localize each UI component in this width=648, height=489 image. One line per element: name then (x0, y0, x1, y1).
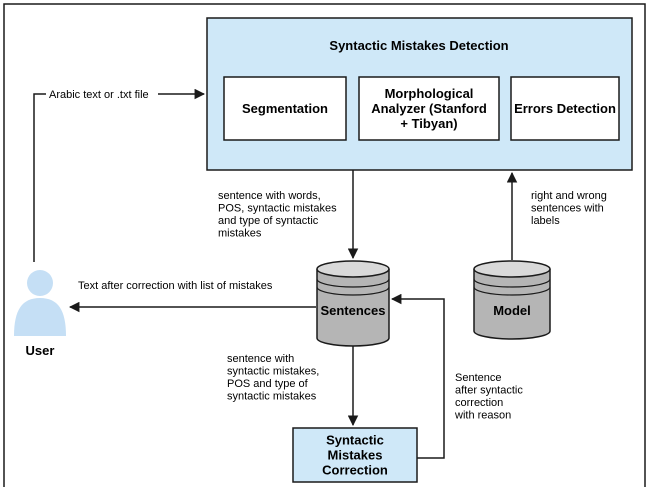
label-line: Mistakes (328, 448, 383, 463)
sentences-cylinder-band (316, 278, 390, 288)
sentences-cylinder-band (316, 286, 390, 296)
sentences-cylinder-top (316, 260, 390, 278)
label-line: syntactic mistakes, (227, 366, 319, 378)
errors-detection-label: Errors Detection (514, 101, 616, 116)
label-line: sentences with (531, 203, 604, 215)
label-line: Morphological (385, 86, 474, 101)
label-line: and type of syntactic (218, 215, 319, 227)
diagram-frame (3, 3, 646, 487)
output-label: Text after correction with list of mista… (78, 280, 273, 292)
label-line: Syntactic (326, 433, 384, 448)
label-line: labels (531, 215, 560, 227)
model-cylinder-band (473, 286, 551, 296)
errors-detection-box (510, 76, 620, 141)
input-label: Arabic text or .txt file (49, 89, 149, 101)
label-line: POS and type of (227, 378, 309, 390)
label-line: correction (455, 397, 503, 409)
user-label: User (26, 343, 55, 358)
label-line: after syntactic (455, 385, 523, 397)
label-line: Analyzer (Stanford (371, 101, 487, 116)
input-label-bg (46, 87, 158, 101)
label-line: sentence with words, (218, 190, 321, 202)
segmentation-label: Segmentation (242, 101, 328, 116)
sentences-label: Sentences (320, 303, 385, 318)
input-arrow (33, 88, 206, 262)
model-cylinder-band (473, 278, 551, 288)
label-line: Sentence (455, 372, 501, 384)
label-line: right and wrong (531, 190, 607, 202)
label-line: Segmentation (242, 101, 328, 116)
label-line: Text after correction with list of mista… (78, 280, 273, 292)
morphological-analyzer-box (358, 76, 500, 141)
user-actor: User (14, 270, 66, 358)
model-cylinder-top (473, 260, 551, 278)
sentences-datastore: Sentences (316, 260, 390, 347)
detection-panel-title: Syntactic Mistakes Detection (329, 38, 508, 53)
label-line: + Tibyan) (400, 116, 457, 131)
label-line: with reason (454, 410, 511, 422)
correction-to-sentences-arrow (390, 293, 445, 459)
label-line: Correction (322, 463, 388, 478)
label-line: sentence with (227, 353, 294, 365)
label-line: Errors Detection (514, 101, 616, 116)
segmentation-box (223, 76, 347, 141)
correction-box (292, 427, 418, 483)
user-head-icon (27, 270, 53, 296)
sentences-cylinder-body (316, 269, 390, 347)
model-label: Model (493, 303, 531, 318)
user-body-icon (14, 298, 66, 336)
model-datastore: Model (473, 260, 551, 340)
label-line: syntactic mistakes (227, 391, 317, 403)
detection-panel: Syntactic Mistakes Detection Segmentatio… (206, 17, 633, 171)
label-line: Arabic text or .txt file (49, 89, 149, 101)
label-line: mistakes (218, 228, 262, 240)
label-line: POS, syntactic mistakes (218, 203, 337, 215)
detection-to-sentences-label: sentence with words,POS, syntactic mista… (218, 190, 337, 240)
